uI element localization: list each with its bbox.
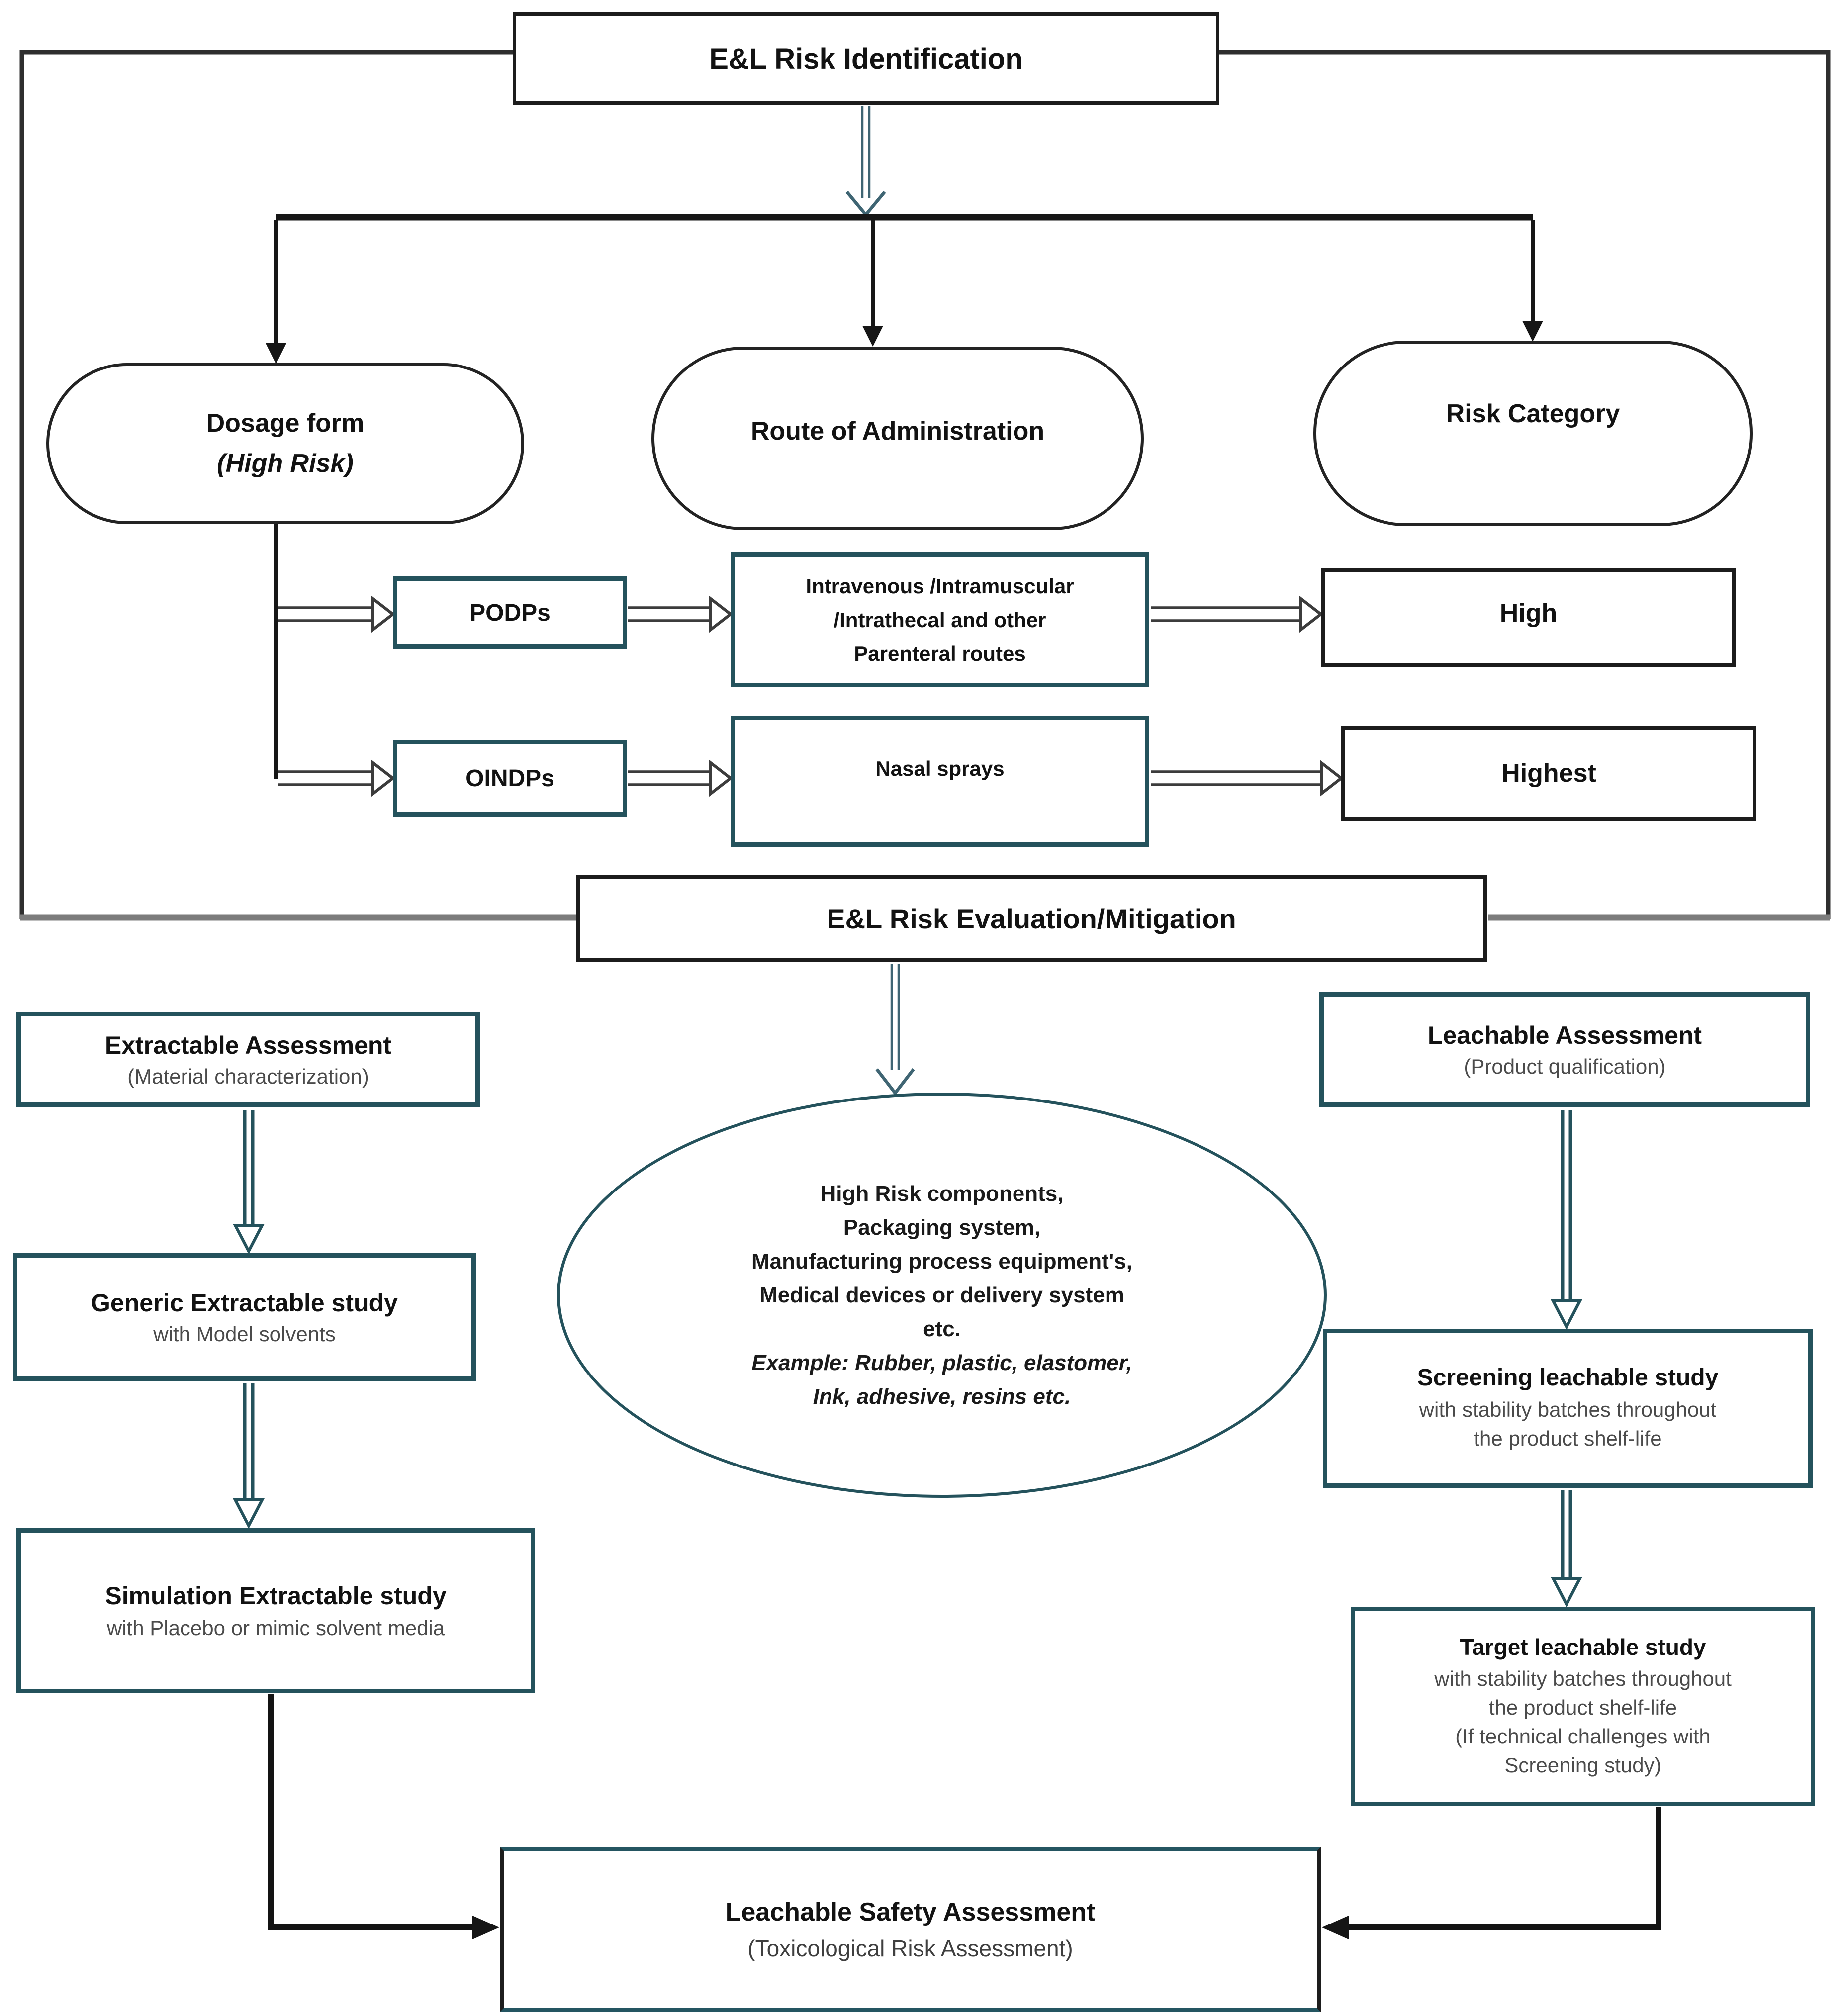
parenteral-line-1: Intravenous /Intramuscular bbox=[806, 574, 1074, 598]
extractable-assessment-sublabel: (Material characterization) bbox=[127, 1064, 369, 1088]
border-right-connector bbox=[1219, 50, 1831, 921]
node-oindps: OINDPs bbox=[393, 740, 627, 817]
target-study-subline-2: the product shelf-life bbox=[1488, 1695, 1677, 1719]
arrow-extractable-to-generic bbox=[233, 1110, 265, 1255]
high-label: High bbox=[1499, 598, 1558, 628]
arrow-podps-to-parenteral bbox=[628, 595, 733, 633]
node-risk-evaluation: E&L Risk Evaluation/Mitigation bbox=[576, 875, 1487, 962]
node-screening-leachable-study: Screening leachable study with stability… bbox=[1323, 1329, 1813, 1488]
components-line-4: Medical devices or delivery system bbox=[759, 1283, 1124, 1307]
highest-label: Highest bbox=[1501, 759, 1596, 788]
risk-identification-label: E&L Risk Identification bbox=[709, 42, 1023, 75]
screening-study-label: Screening leachable study bbox=[1417, 1364, 1719, 1391]
node-risk-identification: E&L Risk Identification bbox=[513, 12, 1219, 105]
border-left-connector bbox=[19, 50, 577, 921]
node-risk-category: Risk Category bbox=[1313, 341, 1753, 526]
node-high-risk-components: High Risk components, Packaging system, … bbox=[557, 1093, 1327, 1498]
parenteral-line-2: /Intrathecal and other bbox=[833, 608, 1046, 632]
arrow-leachable-to-screening bbox=[1551, 1110, 1582, 1330]
generic-study-label: Generic Extractable study bbox=[91, 1288, 398, 1317]
node-leachable-safety-assessment: Leachable Safety Assessment (Toxicologic… bbox=[500, 1847, 1321, 2012]
arrow-generic-to-simulation bbox=[233, 1383, 265, 1529]
safety-assessment-sublabel: (Toxicological Risk Assessment) bbox=[747, 1935, 1073, 1961]
arrow-to-podps bbox=[278, 595, 395, 633]
node-simulation-extractable-study: Simulation Extractable study with Placeb… bbox=[16, 1528, 535, 1693]
node-generic-extractable-study: Generic Extractable study with Model sol… bbox=[13, 1253, 476, 1381]
node-highest: Highest bbox=[1341, 726, 1756, 821]
target-study-subline-4: Screening study) bbox=[1504, 1753, 1661, 1777]
node-podps: PODPs bbox=[393, 576, 627, 649]
leachable-assessment-label: Leachable Assessment bbox=[1427, 1021, 1702, 1049]
target-study-label: Target leachable study bbox=[1460, 1634, 1706, 1660]
identification-down-arrow bbox=[845, 106, 886, 218]
arrow-nasal-to-highest bbox=[1151, 759, 1344, 797]
components-line-7: Ink, adhesive, resins etc. bbox=[813, 1384, 1071, 1409]
node-leachable-assessment: Leachable Assessment (Product qualificat… bbox=[1319, 992, 1810, 1107]
arrow-target-to-safety bbox=[1322, 1807, 1661, 1939]
arrow-simulation-to-safety bbox=[268, 1694, 499, 1939]
target-study-subline-3: (If technical challenges with bbox=[1455, 1724, 1711, 1748]
dosage-form-label: Dosage form bbox=[206, 409, 365, 438]
components-line-6: Example: Rubber, plastic, elastomer, bbox=[751, 1350, 1132, 1375]
branch-arrow-route bbox=[862, 220, 883, 347]
dosage-form-sublabel: (High Risk) bbox=[217, 449, 354, 478]
podps-label: PODPs bbox=[469, 599, 551, 626]
risk-category-label: Risk Category bbox=[1446, 399, 1620, 428]
node-nasal-sprays: Nasal sprays bbox=[731, 716, 1149, 847]
arrow-screening-to-target bbox=[1551, 1490, 1582, 1608]
oindps-label: OINDPs bbox=[465, 765, 554, 792]
screening-study-subline-2: the product shelf-life bbox=[1474, 1426, 1662, 1450]
parenteral-line-3: Parenteral routes bbox=[854, 641, 1026, 665]
nasal-sprays-label: Nasal sprays bbox=[875, 757, 1005, 780]
branch-arrow-risk-category bbox=[1522, 220, 1543, 342]
arrow-parenteral-to-high bbox=[1151, 595, 1323, 633]
node-high: High bbox=[1321, 568, 1736, 667]
simulation-study-label: Simulation Extractable study bbox=[105, 1582, 447, 1610]
node-target-leachable-study: Target leachable study with stability ba… bbox=[1351, 1607, 1815, 1806]
leachable-assessment-sublabel: (Product qualification) bbox=[1464, 1054, 1666, 1078]
components-line-1: High Risk components, bbox=[820, 1181, 1064, 1206]
components-line-3: Manufacturing process equipment's, bbox=[751, 1249, 1132, 1274]
route-label: Route of Administration bbox=[750, 416, 1045, 446]
target-study-subline-1: with stability batches throughout bbox=[1434, 1666, 1732, 1690]
arrow-to-oindps bbox=[278, 759, 395, 797]
evaluation-down-arrow bbox=[875, 964, 915, 1096]
risk-evaluation-label: E&L Risk Evaluation/Mitigation bbox=[827, 903, 1236, 934]
arrow-oindps-to-nasal bbox=[628, 759, 733, 797]
screening-study-subline-1: with stability batches throughout bbox=[1419, 1397, 1717, 1421]
node-dosage-form: Dosage form (High Risk) bbox=[46, 363, 524, 524]
components-line-5: etc. bbox=[923, 1316, 961, 1341]
node-route-of-administration: Route of Administration bbox=[651, 347, 1144, 530]
components-line-2: Packaging system, bbox=[843, 1215, 1041, 1240]
safety-assessment-label: Leachable Safety Assessment bbox=[725, 1898, 1096, 1926]
branch-arrow-dosage bbox=[266, 220, 286, 364]
node-parenteral-routes: Intravenous /Intramuscular /Intrathecal … bbox=[731, 552, 1149, 687]
extractable-assessment-label: Extractable Assessment bbox=[104, 1031, 392, 1059]
generic-study-sublabel: with Model solvents bbox=[153, 1322, 336, 1346]
node-extractable-assessment: Extractable Assessment (Material charact… bbox=[16, 1012, 480, 1107]
simulation-study-sublabel: with Placebo or mimic solvent media bbox=[106, 1616, 445, 1640]
